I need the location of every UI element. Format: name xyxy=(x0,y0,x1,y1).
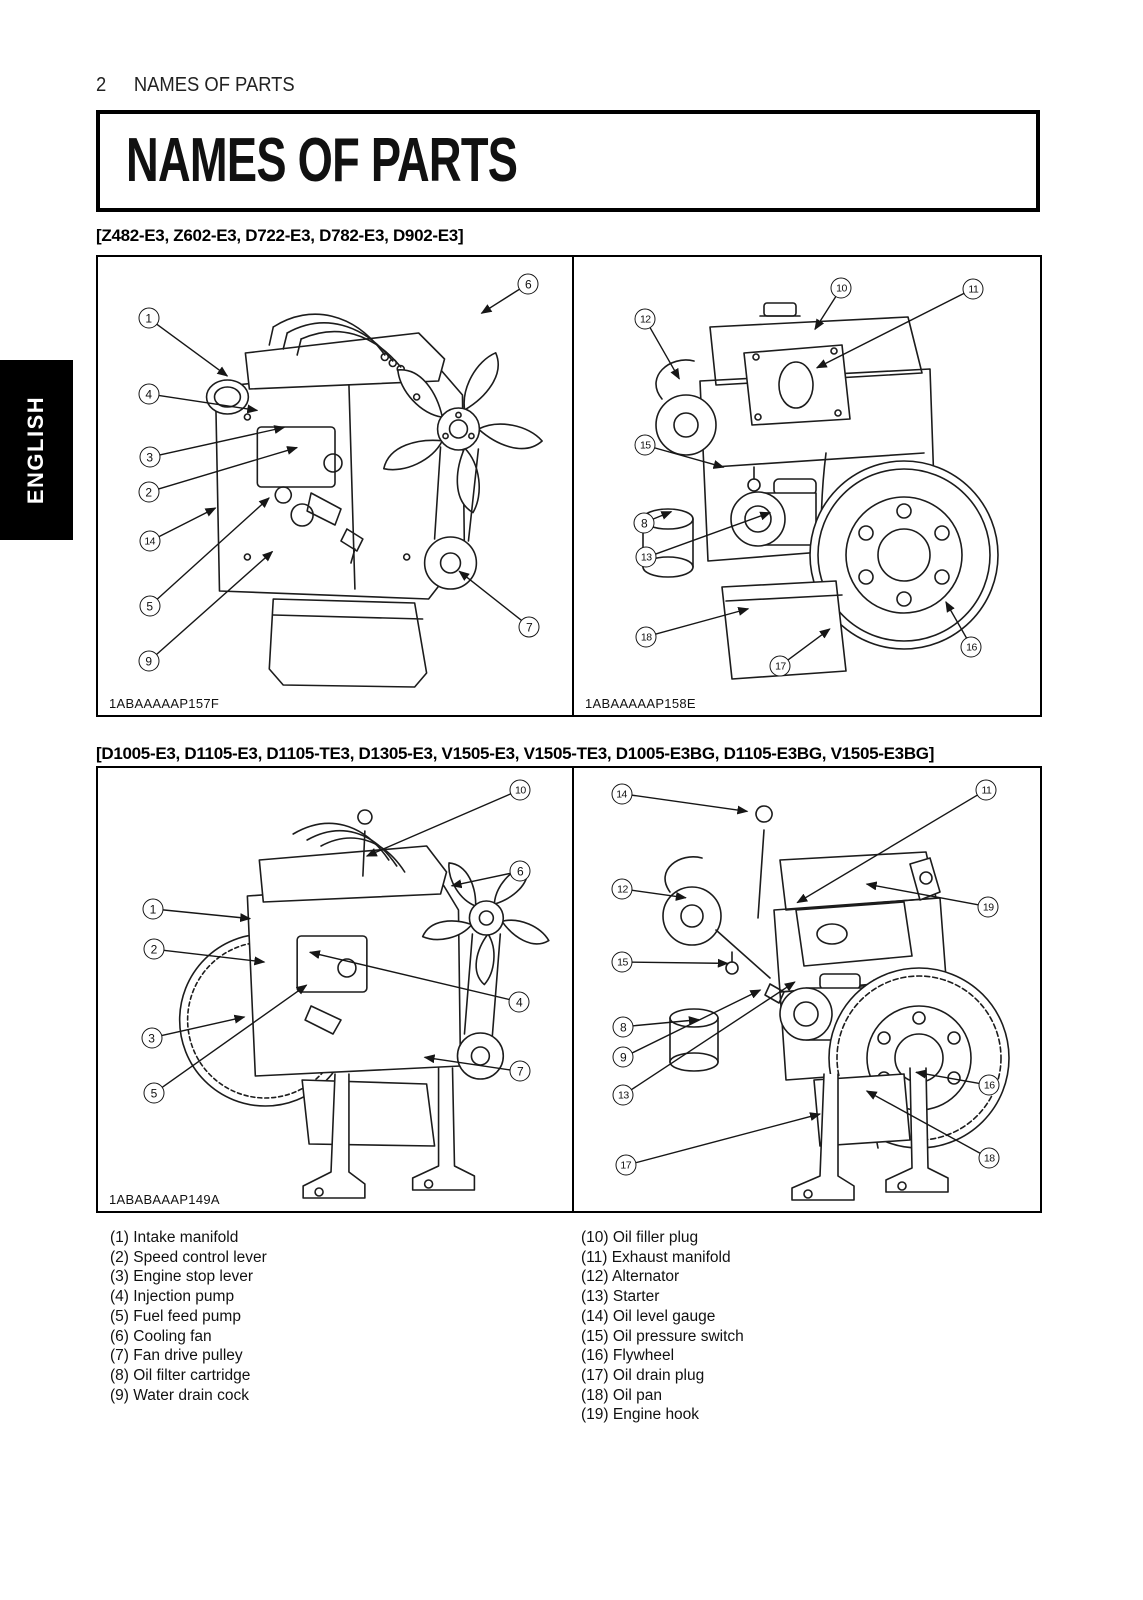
part-item-7: (7) Fan drive pulley xyxy=(110,1347,243,1365)
part-item-9: (9) Water drain cock xyxy=(110,1386,249,1404)
part-item-10: (10) Oil filler plug xyxy=(581,1229,699,1246)
running-header: 2 NAMES OF PARTS xyxy=(96,74,295,97)
figure-panel-1-2: 1ABAAAAAP158E 10 11 12 15 8 13 18 17 16 xyxy=(574,257,1040,715)
callout-16: 16 xyxy=(978,1074,1000,1096)
callout-7: 7 xyxy=(509,1060,531,1082)
callout-4: 4 xyxy=(138,383,160,405)
callout-1: 1 xyxy=(142,898,164,920)
part-item-14: (14) Oil level gauge xyxy=(581,1307,716,1325)
callout-19: 19 xyxy=(977,896,999,918)
page-number: 2 xyxy=(96,74,107,96)
callout-5: 5 xyxy=(139,595,161,617)
callout-9: 9 xyxy=(138,650,160,672)
language-tab-label: ENGLISH xyxy=(23,395,49,505)
callout-8: 8 xyxy=(633,512,655,534)
part-item-12: (12) Alternator xyxy=(581,1268,680,1286)
callout-16: 16 xyxy=(960,636,982,658)
part-item-5: (5) Fuel feed pump xyxy=(110,1307,241,1325)
callout-9: 9 xyxy=(612,1046,634,1068)
callout-11: 11 xyxy=(962,278,984,300)
callout-6: 6 xyxy=(509,860,531,882)
part-item-3: (3) Engine stop lever xyxy=(110,1268,254,1286)
running-header-title: NAMES OF PARTS xyxy=(133,74,295,96)
callout-10: 10 xyxy=(509,779,531,801)
leader-lines xyxy=(151,789,521,1094)
chapter-title-box: NAMES OF PARTS xyxy=(96,110,1040,212)
part-item-16: (16) Flywheel xyxy=(581,1347,675,1365)
callout-7: 7 xyxy=(518,616,540,638)
part-item-19: (19) Engine hook xyxy=(581,1406,700,1424)
callout-15: 15 xyxy=(611,951,633,973)
callout-11: 11 xyxy=(975,779,997,801)
callout-3: 3 xyxy=(139,446,161,468)
part-item-4: (4) Injection pump xyxy=(110,1288,235,1306)
callout-1: 1 xyxy=(138,307,160,329)
callout-17: 17 xyxy=(769,655,791,677)
figure-code: 1ABABAAAP149A xyxy=(107,1192,222,1207)
callout-13: 13 xyxy=(612,1084,634,1106)
callout-12: 12 xyxy=(634,308,656,330)
callout-3: 3 xyxy=(141,1027,163,1049)
callout-14: 14 xyxy=(611,783,633,805)
callout-17: 17 xyxy=(615,1154,637,1176)
callout-2: 2 xyxy=(138,481,160,503)
callout-10: 10 xyxy=(830,277,852,299)
callout-13: 13 xyxy=(635,546,657,568)
callout-14: 14 xyxy=(139,530,161,552)
parts-column-right: (10) Oil filler plug (11) Exhaust manifol… xyxy=(581,1228,744,1425)
callout-18: 18 xyxy=(635,626,657,648)
part-item-8: (8) Oil filter cartridge xyxy=(110,1366,251,1384)
part-item-15: (15) Oil pressure switch xyxy=(581,1327,744,1345)
part-item-13: (13) Starter xyxy=(581,1288,660,1306)
leader-lines xyxy=(148,282,530,662)
callout-15: 15 xyxy=(634,434,656,456)
part-item-18: (18) Oil pan xyxy=(581,1386,662,1404)
figure-code: 1ABAAAAAP158E xyxy=(583,696,698,711)
callout-18: 18 xyxy=(978,1147,1000,1169)
part-item-6: (6) Cooling fan xyxy=(110,1327,212,1345)
models-label-2: [D1005-E3, D1105-E3, D1105-TE3, D1305-E3… xyxy=(96,744,935,763)
leader-lines xyxy=(621,789,990,1167)
callout-8: 8 xyxy=(612,1016,634,1038)
language-tab: ENGLISH xyxy=(0,360,73,540)
page-title: NAMES OF PARTS xyxy=(126,126,518,195)
callout-2: 2 xyxy=(143,938,165,960)
part-item-17: (17) Oil drain plug xyxy=(581,1366,705,1384)
part-item-11: (11) Exhaust manifold xyxy=(581,1248,731,1266)
callout-12: 12 xyxy=(611,878,633,900)
part-item-2: (2) Speed control lever xyxy=(110,1248,267,1266)
callout-4: 4 xyxy=(508,991,530,1013)
figure-panel-2-1: 1ABABAAAP149A 10 6 1 2 4 3 7 5 xyxy=(98,768,574,1211)
figure-panel-2-2: 14 11 12 19 15 8 9 13 16 17 18 xyxy=(574,768,1040,1211)
parts-column-left: (1) Intake manifold (2) Speed control lev… xyxy=(110,1228,267,1405)
figure-code: 1ABAAAAAP157F xyxy=(107,696,222,711)
part-item-1: (1) Intake manifold xyxy=(110,1229,239,1246)
callout-5: 5 xyxy=(143,1082,165,1104)
callout-6: 6 xyxy=(517,273,539,295)
models-label-1: [Z482-E3, Z602-E3, D722-E3, D782-E3, D90… xyxy=(96,226,464,245)
